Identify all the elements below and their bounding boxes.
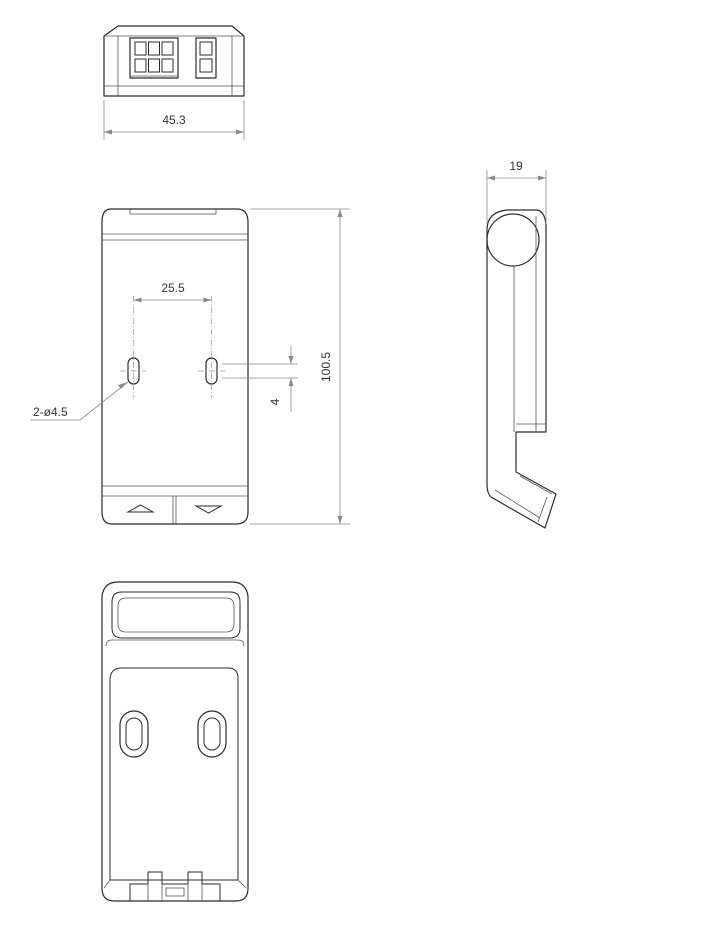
dimension-side-depth: 19 [486, 159, 547, 224]
dimension-hole-spacing: 25.5 [133, 281, 212, 303]
front-view: 25.5 4 100.5 2-ø4.5 [30, 208, 350, 525]
mounting-slot-left [120, 296, 146, 398]
hole-callout: 2-ø4.5 [30, 381, 129, 421]
mounting-slot-right [198, 296, 225, 398]
up-arrow-icon [126, 504, 155, 513]
side-view: 19 [486, 159, 557, 529]
rear-view [101, 581, 249, 902]
dimension-height: 100.5 [250, 208, 350, 525]
keyhole-slot-left [119, 710, 149, 758]
dimension-top-width: 45.3 [103, 100, 245, 140]
dimension-slot-offset: 4 [222, 346, 298, 412]
bottom-clips [129, 871, 221, 901]
connector-2pin [195, 37, 217, 79]
dimension-top-width-label: 45.3 [162, 113, 186, 127]
dimension-hole-spacing-label: 25.5 [161, 281, 185, 295]
hole-callout-label: 2-ø4.5 [33, 405, 68, 419]
dimension-slot-offset-label: 4 [268, 398, 282, 405]
connector-6pin [129, 37, 179, 79]
dimension-height-label: 100.5 [319, 352, 333, 382]
top-view: 45.3 [103, 25, 245, 140]
dimension-side-depth-label: 19 [509, 159, 523, 173]
down-arrow-icon [194, 505, 223, 514]
keyhole-slot-right [197, 710, 227, 758]
